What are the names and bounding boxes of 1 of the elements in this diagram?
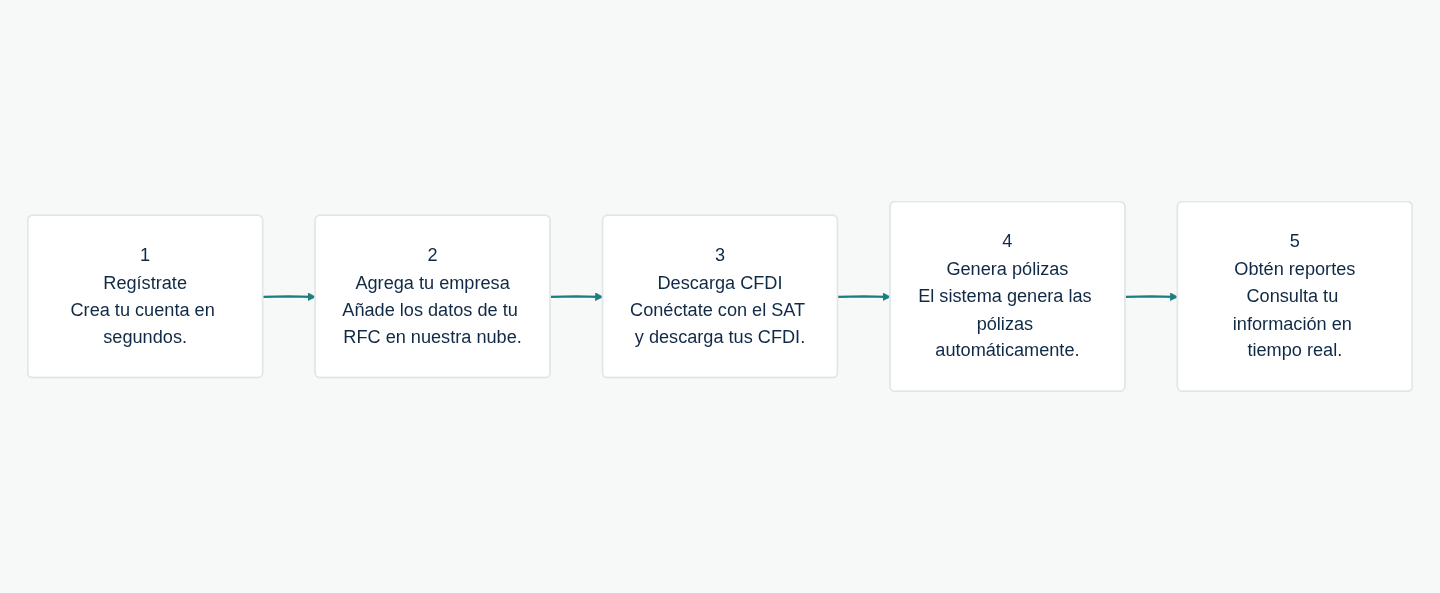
arrow bbox=[263, 292, 316, 302]
